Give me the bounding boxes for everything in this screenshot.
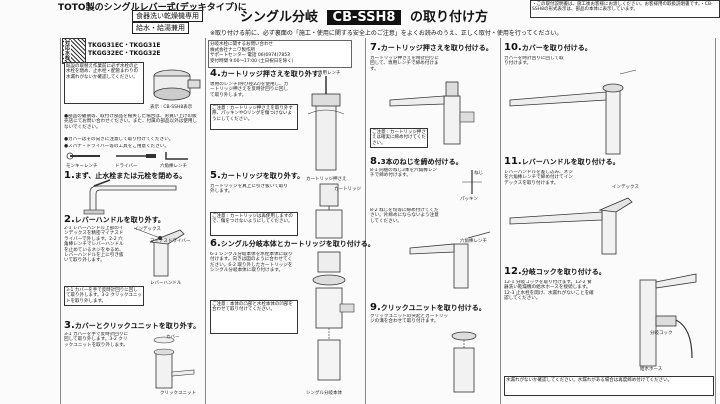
step-10-text: カバーを時計回りに回して取り付けます。 [504, 56, 564, 67]
company-line-2: 株式会社ナニワ製作所 [210, 47, 255, 53]
col1-body-2: ●カバーはその向きに注意して取り付けてください。 [64, 137, 174, 142]
step-12-heading: 12.分岐コックを取り付ける。 [504, 266, 606, 277]
step-8-text: 8-1 同梱のねじ3本を六角棒レンチで締め付けます。 [370, 168, 438, 179]
column-divider [500, 38, 501, 404]
final-warning: 水漏れがないか確認してください。水漏れがある場合は再度締め付けてください。 [504, 376, 714, 396]
faucet-illustration-step2 [133, 227, 185, 277]
step-10-heading: 10.カバーを取り付ける。 [504, 42, 592, 53]
step-5-note: ご注意 : カートリッジは再使用しますので、傷をつけないようにしてください。 [210, 212, 298, 236]
step-7-note: ご注意 : カートリッジ押さえは確実に締め付けてください。 [370, 128, 428, 148]
company-line-4: 受付時間 9:00〜17:00 (土日祝日を除く) [210, 58, 294, 64]
product-display-label: 表示 : CB-SSH8表示 [150, 105, 193, 110]
faucet-illustration-step8 [409, 231, 491, 289]
model-list: TKGG31EC・TKGG31E TKGG32EC・TKGG32E [88, 42, 160, 58]
company-line-1: 分岐水栓に関するお問い合わせ [210, 42, 273, 47]
product-illustration [153, 69, 201, 101]
faucet-illustration-step12 [639, 273, 697, 367]
step-2-text: 2-1 レバーハンドル上部のインデックスを精密マイナスドライバーで外します。2-… [64, 226, 124, 264]
label-index-11: インデックス [612, 185, 639, 190]
faucet-illustration-step10 [509, 69, 637, 155]
label-hose: 給水ホース [640, 367, 663, 372]
title-pre: シングル分岐 [240, 10, 319, 25]
label-cartridge: カートリッジ [334, 187, 361, 192]
label-cock: 分岐コック [650, 331, 673, 336]
click-unit-illustration [451, 331, 477, 393]
step-9-heading: 9.クリックユニットを取り付ける。 [370, 302, 486, 313]
col1-body-3: ●スパナ・ドライバー等の工具をご用意ください。 [64, 144, 169, 149]
label-cover: カバー [166, 335, 180, 340]
label-dish-washer: 食器洗い乾燥機専用 [132, 10, 203, 22]
page-title: シングル分岐 CB-SSH8 の取り付け方 [240, 6, 488, 25]
label-holder: カートリッジ押さえ [306, 177, 347, 182]
step-5-text: カートリッジを真上に引き抜いて取り外します。 [210, 184, 288, 195]
step-7-heading: 7.カートリッジ押さえを取り付ける。 [370, 42, 493, 53]
step-12-text: 12-1 分岐コックを取り付けます。12-2 食器洗い乾燥機の給水ホースを接続し… [504, 280, 594, 302]
model-line-2: TKGG32EC・TKGG32E [88, 50, 161, 57]
cartridge-illustration-step5 [315, 183, 343, 239]
column-divider [205, 38, 206, 404]
step-4-note: ご注意 : カートリッジ押さえを取り外す際、パッキンやOリングを傷つけないように… [210, 104, 298, 130]
step-3-heading: 3.カバーとクリックユニットを取り外す。 [64, 320, 201, 331]
tool-label-3: 六角棒レンチ [160, 164, 187, 169]
step-2-note: 3-1 カバーを手で反時計回りに回して取り外します。3-2 クリックユニットを取… [64, 286, 144, 306]
step-6-note: ご注意 : 本体の凸部と水栓本体の凹部を合わせて取り付けてください。 [210, 300, 298, 334]
company-box: 分岐水栓に関するお問い合わせ 株式会社ナニワ製作所 サポートセンター 電話 06… [208, 40, 352, 68]
model-code: CB-SSH8 [326, 10, 402, 25]
notice-box: ・この取付説明書は、施工後お客様にお渡しください。お客様用の取扱説明書です。・C… [530, 0, 720, 18]
company-line-3: サポートセンター 電話 06(6974)7853 [210, 53, 291, 58]
body-illustration-step6 [312, 251, 355, 381]
label-supply: 給水・給湯兼用 [132, 22, 189, 34]
column-divider [365, 38, 366, 404]
faucet-illustration-step1 [83, 179, 177, 215]
step-8-heading: 8.3本のねじを締め付ける。 [370, 156, 463, 167]
column-divider [715, 38, 716, 404]
step-1-heading: 1.まず、止水栓または元栓を閉める。 [64, 170, 187, 181]
label-lever: レバーハンドル [150, 281, 182, 286]
title-post: の取り付け方 [410, 10, 489, 25]
models-tag: 対応水栓 [64, 40, 71, 60]
step-3-text: 3-1 カバーを手で反時計回りに回して取り外します。3-2 クリックユニットを取… [64, 332, 129, 348]
step-4-heading: 4.カートリッジ押さえを取り外す。 [210, 68, 326, 79]
faucet-illustration-step3 [153, 336, 195, 389]
tool-label-1: モンキーレンチ [66, 164, 98, 169]
screw-illustration [462, 170, 482, 194]
faucet-illustration-step11 [509, 197, 633, 255]
tool-label-2: ドライバー [115, 164, 138, 169]
step-11-text: レバーハンドルを差し込み、ネジを六角棒レンチで締め付けてインデックスを取り付けま… [504, 170, 573, 186]
step-2-heading: 2.レバーハンドルを取り外す。 [64, 214, 165, 225]
label-hex: 六角棒レンチ [460, 239, 487, 244]
step-9-text: クリックユニットの突起とカートリッジの溝を合わせて取り付けます。 [370, 314, 449, 325]
label-gasket: パッキン [460, 197, 478, 202]
step-5-heading: 5.カートリッジを取り外す。 [210, 170, 305, 181]
caution-box: 既設の取替え作業前に必ず水栓の止水栓を閉め、止水栓・配管まわりの水漏れがないか確… [64, 62, 144, 104]
step-6-text: 6-1 シングル分岐本体を水栓本体に取り付けます。向きは図のように合わせてくださ… [210, 252, 293, 274]
step-7-text: カートリッジ押さえを時計回りに回して、専用レンチで締め付けます。 [370, 56, 439, 72]
subtitle: ※取り付ける前に、必ず裏面の「施工・使用に関する安全上のご注意」をよくお読みのう… [210, 30, 563, 37]
label-driver: マイナスドライバー [150, 239, 191, 244]
step-11-heading: 11.レバーハンドルを取り付ける。 [504, 156, 620, 167]
column-divider [60, 38, 61, 404]
label-index: インデックス [134, 227, 161, 232]
model-line-1: TKGG31EC・TKGG31E [88, 42, 161, 49]
label-screw: ねじ [474, 171, 483, 176]
cartridge-illustration-step4 [307, 76, 345, 171]
step-4-text: 専用のレンチ(呼び径22)を使用し、カートリッジ押さえを反時計回りに回して取り外… [210, 82, 289, 98]
label-body: シングル分岐本体 [306, 391, 342, 396]
header-top-left: TOTO製のシングルレバー式(デッキタイプ)に [58, 3, 247, 13]
label-click-unit: クリックユニット [160, 391, 196, 396]
tools-illustration [66, 152, 188, 160]
label-wrench: 専用レンチ [318, 71, 341, 76]
col1-body-1: ●部品の破損等、取付け部品を紛失した場合は、お買い上げの販売店にてお問い合わせく… [64, 114, 198, 130]
faucet-illustration-step7 [389, 81, 475, 145]
step-6-heading: 6.シングル分岐本体とカートリッジを取り付ける。 [210, 238, 375, 249]
step-8-text-2: 8-2 ねじを均等に締め付けてください。片締めにならないよう注意してください。 [370, 208, 439, 224]
